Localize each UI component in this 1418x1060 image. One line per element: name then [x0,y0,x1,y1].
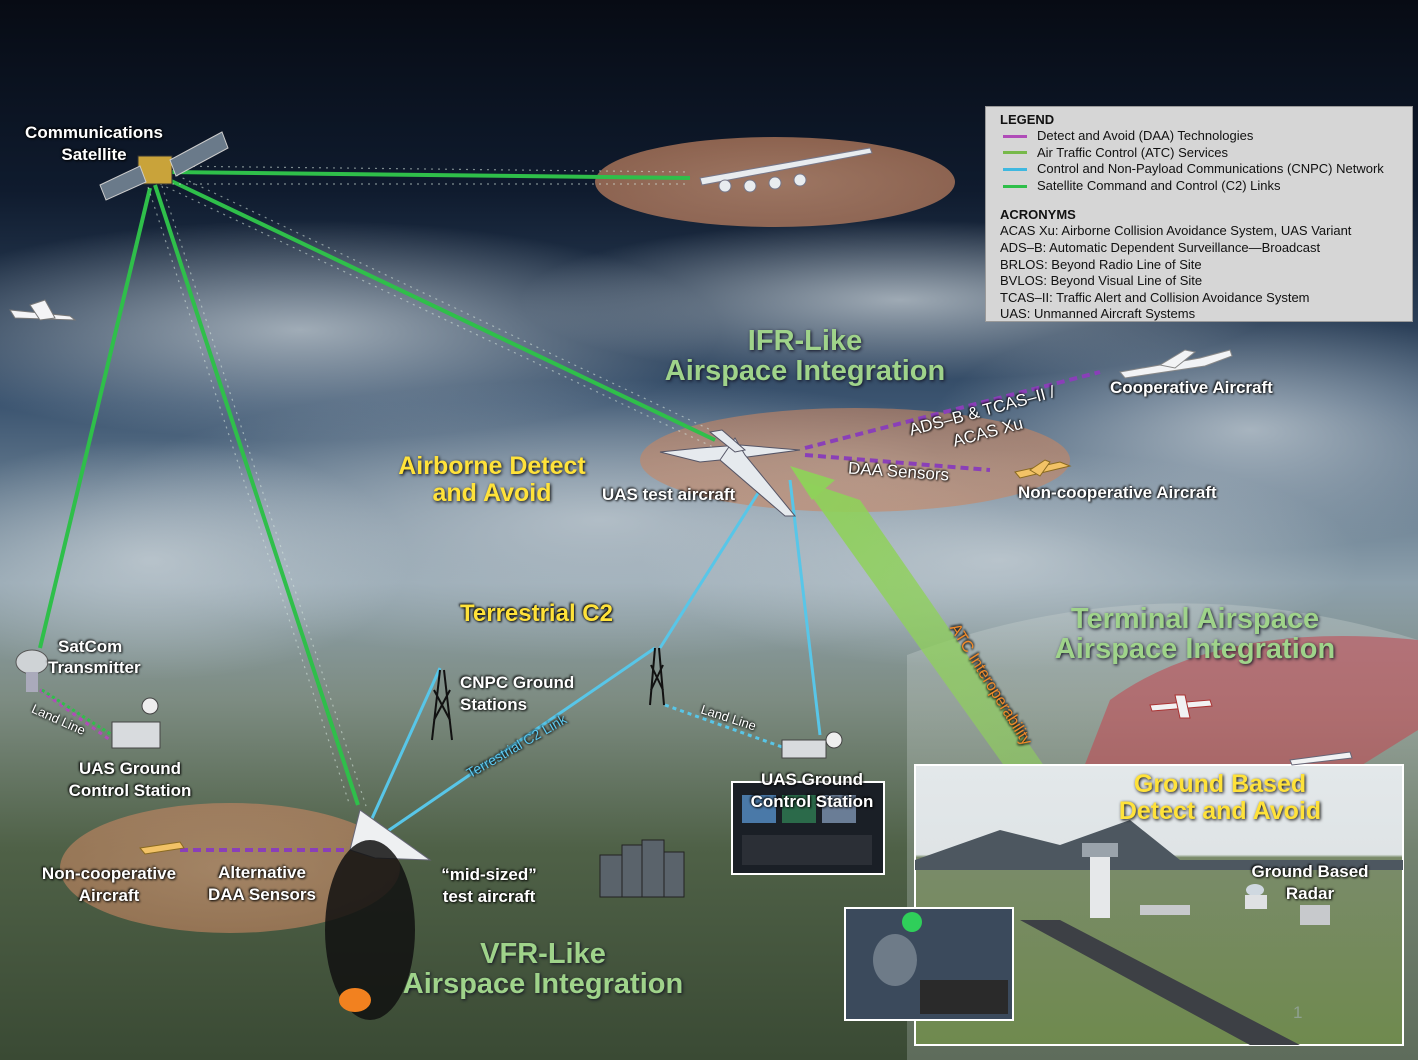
label-satcom-transmitter: SatCom Transmitter [48,636,163,678]
legend-panel: LEGEND Detect and Avoid (DAA) Technologi… [985,106,1413,322]
label-cnpc-line1: CNPC Ground [460,672,574,694]
legend-swatch-satc2 [1003,185,1027,188]
label-noncoop-left-line2: Aircraft [36,885,182,907]
label-communications-satellite: Communications Satellite [20,122,168,166]
label-satcom-line2: Transmitter [48,657,163,678]
label-ifr-line1: IFR-Like [630,326,980,356]
acronym-tcas: TCAS–II: Traffic Alert and Collision Avo… [1000,290,1404,307]
label-airborne-daa-line2: and Avoid [380,480,604,507]
legend-item-satc2: Satellite Command and Control (C2) Links [1000,178,1404,195]
label-terrestrial-c2: Terrestrial C2 [460,600,613,628]
label-uas-gcs-right-line1: UAS Ground [740,769,884,791]
label-ifr-line2: Airspace Integration [630,356,980,386]
label-uas-gcs-left-line1: UAS Ground [60,758,200,780]
label-ground-radar-line1: Ground Based [1240,861,1380,883]
label-comm-sat-line2: Satellite [20,144,168,166]
legend-label-atc: Air Traffic Control (ATC) Services [1037,145,1228,162]
acronym-brlos: BRLOS: Beyond Radio Line of Site [1000,257,1404,274]
legend-swatch-cnpc [1003,168,1027,171]
acronym-adsb: ADS–B: Automatic Dependent Surveillance—… [1000,240,1404,257]
label-mid-sized-line1: “mid-sized” [428,864,550,886]
label-uas-gcs-left-line2: Control Station [60,780,200,802]
label-ground-radar-line2: Radar [1240,883,1380,905]
label-uas-gcs-left: UAS Ground Control Station [60,758,200,802]
label-airborne-daa-line1: Airborne Detect [380,453,604,480]
legend-item-atc: Air Traffic Control (ATC) Services [1000,145,1404,162]
label-comm-sat-line1: Communications [20,122,168,144]
label-ground-based-radar: Ground Based Radar [1240,861,1380,905]
label-noncooperative-aircraft-top: Non-cooperative Aircraft [1018,482,1217,504]
label-cooperative-aircraft: Cooperative Aircraft [1110,377,1273,399]
label-gbdaa-line2: Detect and Avoid [1100,798,1340,825]
legend-item-cnpc: Control and Non-Payload Communications (… [1000,161,1404,178]
label-gbdaa-line1: Ground Based [1100,771,1340,798]
legend-label-daa: Detect and Avoid (DAA) Technologies [1037,128,1253,145]
label-alt-daa-line1: Alternative [196,862,328,884]
label-uas-gcs-right-line2: Control Station [740,791,884,813]
legend-swatch-daa [1003,135,1027,138]
label-alt-daa-line2: DAA Sensors [196,884,328,906]
legend-label-cnpc: Control and Non-Payload Communications (… [1037,161,1384,178]
legend-label-satc2: Satellite Command and Control (C2) Links [1037,178,1281,195]
label-terminal-line2: Airspace Integration [1020,634,1370,664]
acronym-acas: ACAS Xu: Airborne Collision Avoidance Sy… [1000,223,1404,240]
label-vfr-line2: Airspace Integration [380,969,706,999]
tower-operator-photo [845,908,1013,1020]
legend-swatch-atc [1003,151,1027,154]
label-alternative-daa-sensors: Alternative DAA Sensors [196,862,328,906]
label-ground-based-daa: Ground Based Detect and Avoid [1100,771,1340,825]
label-satcom-line1: SatCom [48,636,163,657]
acronym-uas: UAS: Unmanned Aircraft Systems [1000,306,1404,323]
label-vfr-airspace: VFR-Like Airspace Integration [380,939,706,999]
label-vfr-line1: VFR-Like [380,939,706,969]
acronyms-title: ACRONYMS [1000,206,1404,223]
label-uas-gcs-right: UAS Ground Control Station [740,769,884,813]
legend-item-daa: Detect and Avoid (DAA) Technologies [1000,128,1404,145]
label-noncoop-left-line1: Non-cooperative [36,863,182,885]
label-cnpc-ground-stations: CNPC Ground Stations [460,672,574,716]
label-ifr-airspace: IFR-Like Airspace Integration [630,326,980,386]
label-noncooperative-aircraft-left: Non-cooperative Aircraft [36,863,182,907]
label-terminal-airspace: Terminal Airspace Airspace Integration [1020,604,1370,664]
label-mid-sized-line2: test aircraft [428,886,550,908]
label-mid-sized-aircraft: “mid-sized” test aircraft [428,864,550,908]
label-uas-test-aircraft: UAS test aircraft [602,484,735,506]
label-airborne-daa: Airborne Detect and Avoid [380,453,604,507]
legend-title: LEGEND [1000,111,1404,128]
acronym-bvlos: BVLOS: Beyond Visual Line of Site [1000,273,1404,290]
page-number: 1 [1293,1003,1302,1023]
label-terminal-line1: Terminal Airspace [1020,604,1370,634]
